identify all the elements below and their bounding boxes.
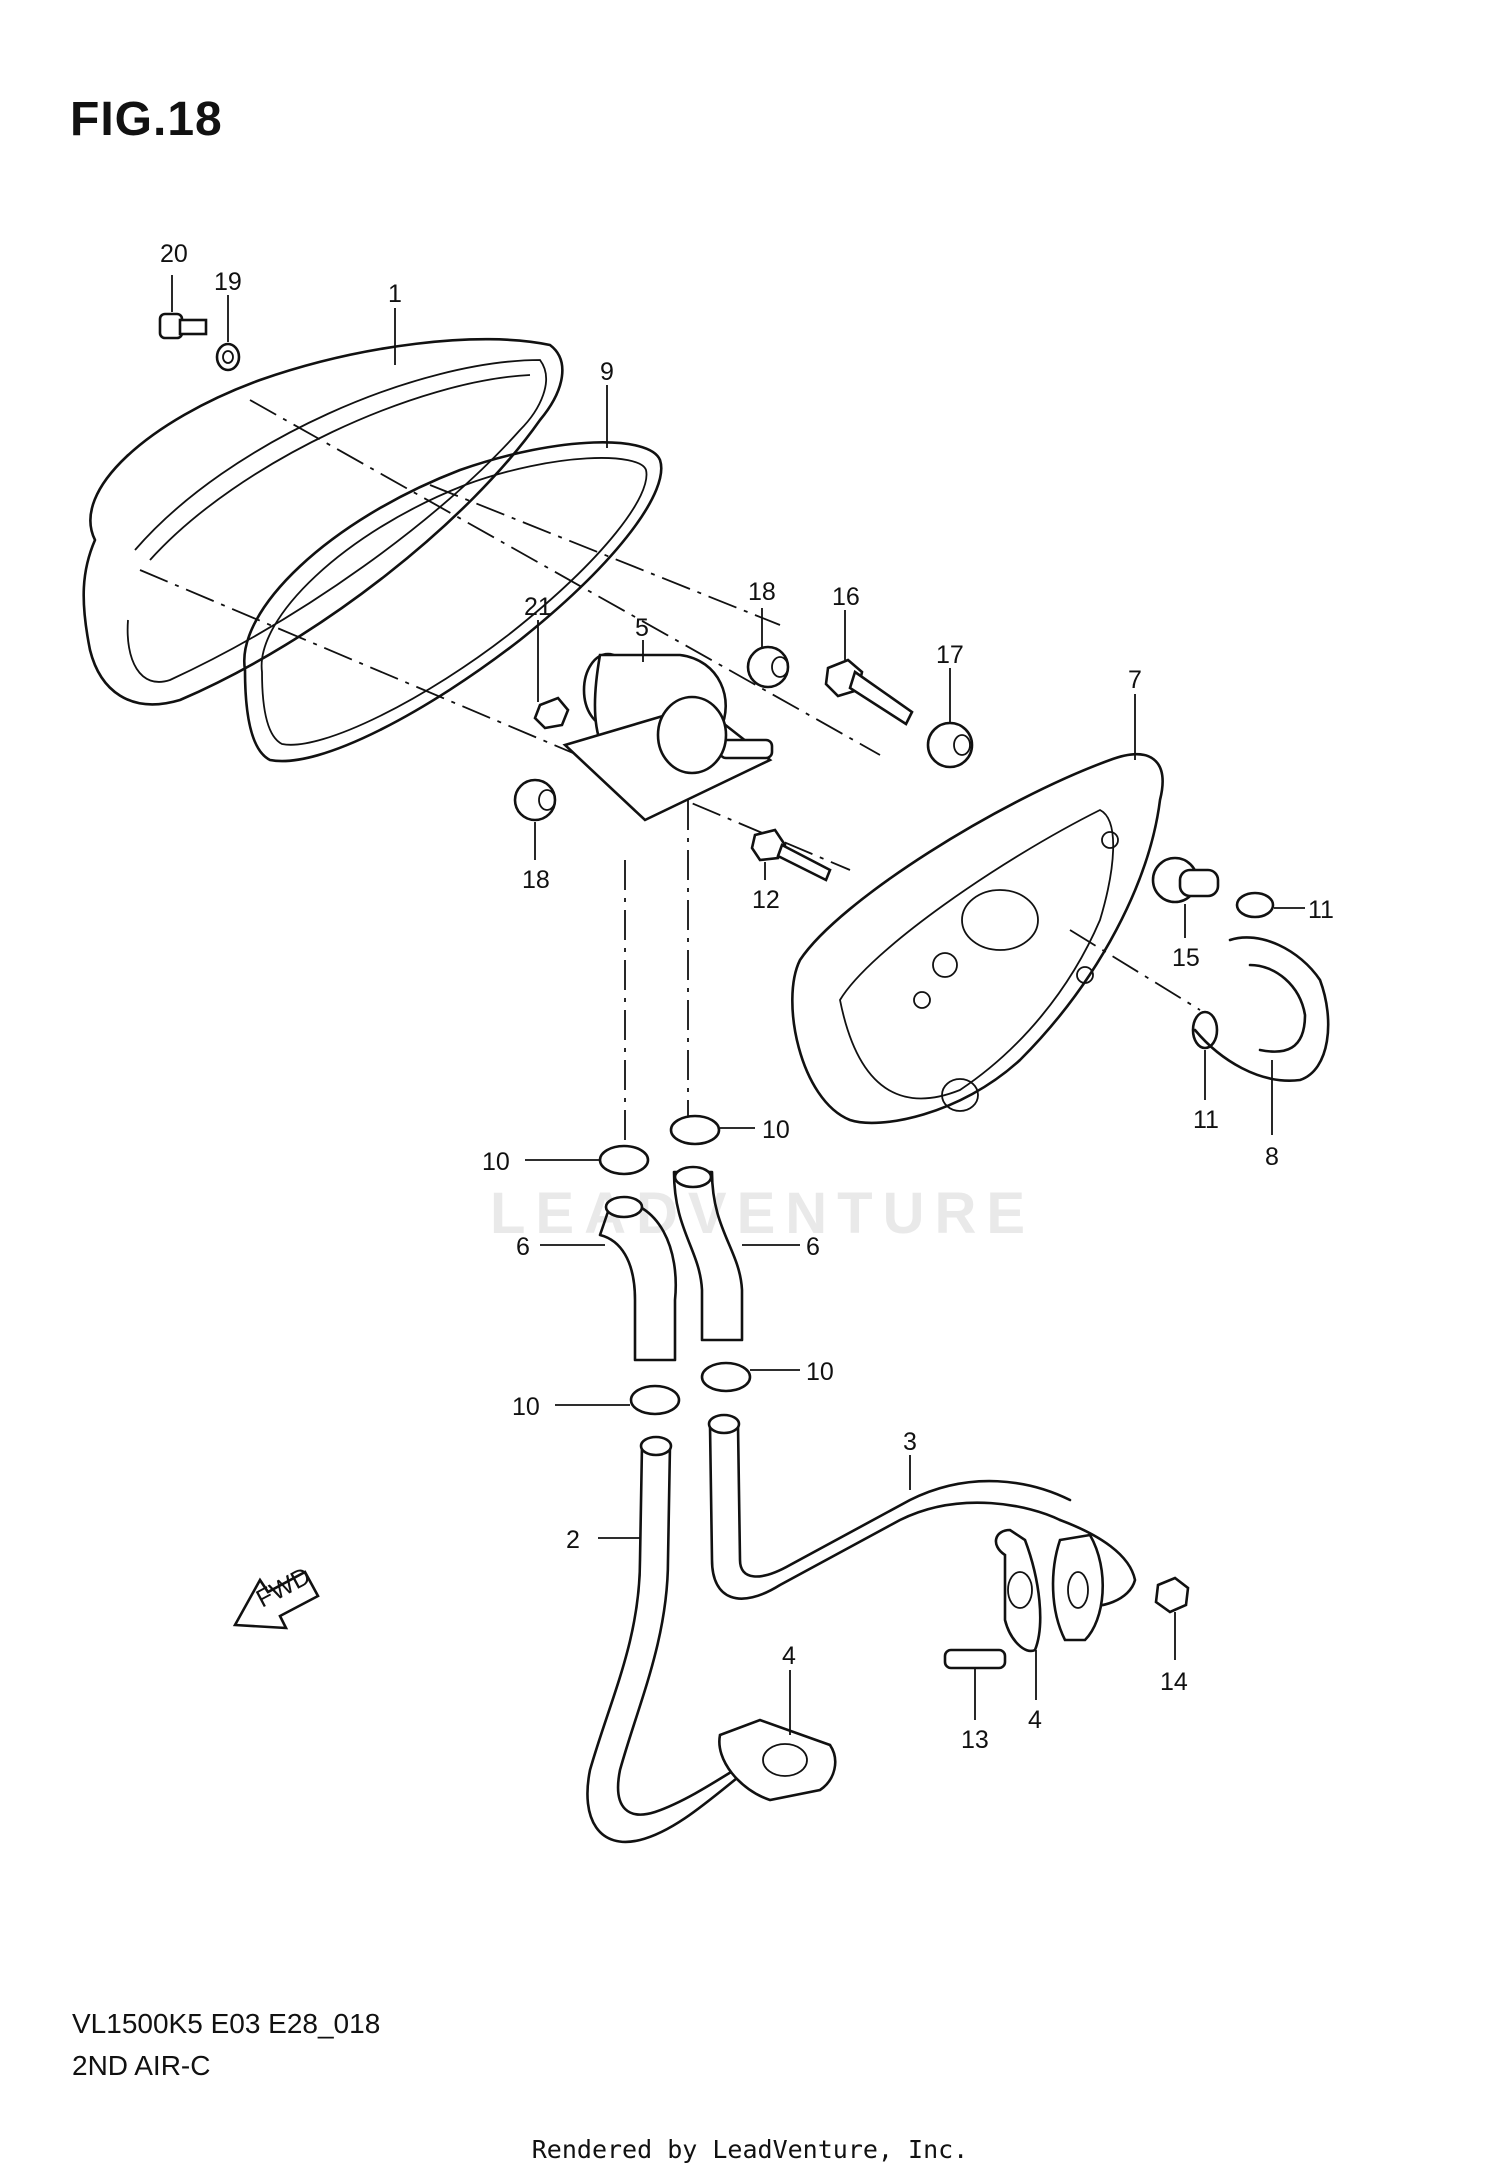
watermark: LEADVENTURE bbox=[490, 1181, 1036, 1246]
part-16-bolt[interactable] bbox=[824, 658, 914, 726]
callout-2: 2 bbox=[566, 1526, 580, 1554]
callout-18-upper: 18 bbox=[748, 578, 776, 606]
callout-labels: 20 19 1 9 21 5 18 16 17 7 18 12 15 11 11… bbox=[160, 240, 1334, 1754]
callout-10-a: 10 bbox=[482, 1148, 510, 1176]
part-1-cover[interactable] bbox=[82, 337, 564, 706]
callout-11-upper: 11 bbox=[1308, 896, 1334, 924]
callout-14: 14 bbox=[1160, 1668, 1188, 1696]
callout-6-left: 6 bbox=[516, 1233, 530, 1261]
callout-4-right: 4 bbox=[1028, 1706, 1042, 1734]
part-20-bolt[interactable] bbox=[158, 312, 208, 340]
part-8-hose[interactable] bbox=[1193, 936, 1330, 1082]
part-6-hose-left[interactable] bbox=[598, 1195, 678, 1362]
part-17-grommet[interactable] bbox=[926, 721, 974, 769]
callout-7: 7 bbox=[1128, 666, 1142, 694]
part-18-grommet-lower[interactable] bbox=[513, 778, 557, 822]
model-code: VL1500K5 E03 E28_018 bbox=[72, 2008, 381, 2039]
callout-8: 8 bbox=[1265, 1143, 1279, 1171]
part-4-gasket-lower[interactable] bbox=[718, 1718, 837, 1802]
footer-credit: Rendered by LeadVenture, Inc. bbox=[531, 2135, 969, 2164]
callout-10-c: 10 bbox=[512, 1393, 540, 1421]
callout-21: 21 bbox=[524, 593, 552, 621]
part-10-clamp-b[interactable] bbox=[669, 1114, 721, 1146]
part-15-fitting[interactable] bbox=[1151, 856, 1220, 904]
callout-1: 1 bbox=[388, 280, 402, 308]
fwd-arrow-icon: FWD bbox=[232, 1562, 320, 1630]
figure-title: FIG.18 bbox=[70, 93, 223, 146]
callout-9: 9 bbox=[600, 358, 614, 386]
part-11-clamp-lower[interactable] bbox=[1191, 1010, 1219, 1050]
part-13-stud[interactable] bbox=[943, 1648, 1007, 1670]
callout-11-lower: 11 bbox=[1193, 1106, 1219, 1134]
callout-16: 16 bbox=[832, 583, 860, 611]
part-9-gasket[interactable] bbox=[242, 441, 663, 763]
part-5-valve[interactable] bbox=[562, 652, 774, 822]
part-7-case[interactable] bbox=[791, 753, 1164, 1125]
callout-4-lower: 4 bbox=[782, 1642, 796, 1670]
callout-3: 3 bbox=[903, 1428, 917, 1456]
section-name: 2ND AIR-C bbox=[72, 2050, 211, 2081]
exhaust-flange[interactable] bbox=[1051, 1533, 1105, 1642]
part-12-fitting[interactable] bbox=[750, 828, 832, 882]
callout-5: 5 bbox=[635, 614, 649, 642]
part-2-pipe[interactable] bbox=[586, 1435, 772, 1844]
callout-10-d: 10 bbox=[806, 1358, 834, 1386]
part-10-clamp-d[interactable] bbox=[700, 1361, 752, 1393]
callout-19: 19 bbox=[214, 268, 242, 296]
part-18-grommet-upper[interactable] bbox=[746, 645, 790, 689]
part-11-clamp-upper[interactable] bbox=[1235, 891, 1275, 919]
leader-lines bbox=[171, 275, 1305, 1735]
callout-13: 13 bbox=[961, 1726, 989, 1754]
part-6-hose-right[interactable] bbox=[672, 1165, 744, 1342]
part-10-clamp-a[interactable] bbox=[598, 1144, 650, 1176]
callout-6-right: 6 bbox=[806, 1233, 820, 1261]
assembly-center-lines bbox=[139, 399, 1201, 1150]
callout-10-b: 10 bbox=[762, 1116, 790, 1144]
callout-18-lower: 18 bbox=[522, 866, 550, 894]
callout-12: 12 bbox=[752, 886, 780, 914]
part-4-gasket-right[interactable] bbox=[994, 1528, 1042, 1653]
callout-20: 20 bbox=[160, 240, 188, 268]
part-14-nut[interactable] bbox=[1154, 1576, 1190, 1614]
part-21-nut[interactable] bbox=[533, 696, 570, 730]
callout-17: 17 bbox=[936, 641, 964, 669]
part-10-clamp-c[interactable] bbox=[629, 1384, 681, 1416]
part-19-washer[interactable] bbox=[215, 342, 241, 372]
callout-15: 15 bbox=[1172, 944, 1200, 972]
